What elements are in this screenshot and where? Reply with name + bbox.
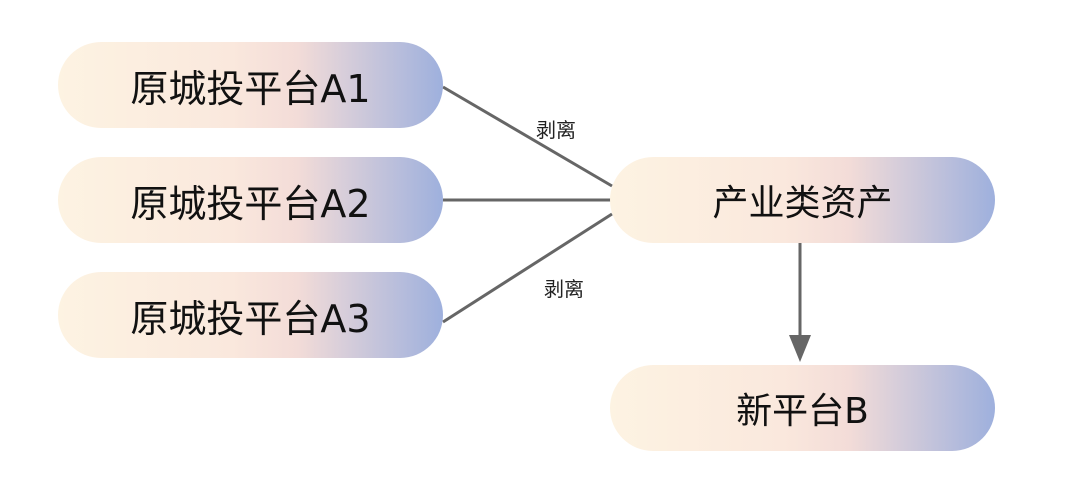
node-a3[interactable]: 原城投平台A3	[58, 272, 443, 358]
edge-label-top: 剥离	[536, 118, 576, 142]
node-label: 原城投平台A2	[130, 181, 371, 226]
edge-a3-industry	[442, 212, 613, 324]
node-label: 原城投平台A1	[130, 66, 371, 111]
node-new-platform-b[interactable]: 新平台B	[610, 365, 995, 451]
node-label: 新平台B	[736, 391, 869, 432]
edge-label-bottom: 剥离	[544, 277, 584, 301]
node-a1[interactable]: 原城投平台A1	[58, 42, 443, 128]
arrow-head-icon	[789, 335, 811, 362]
node-a2[interactable]: 原城投平台A2	[58, 157, 443, 243]
node-industry-assets[interactable]: 产业类资产	[610, 157, 995, 243]
node-label: 产业类资产	[712, 183, 893, 224]
edge-a1-industry	[442, 85, 613, 188]
node-label: 原城投平台A3	[130, 296, 371, 341]
